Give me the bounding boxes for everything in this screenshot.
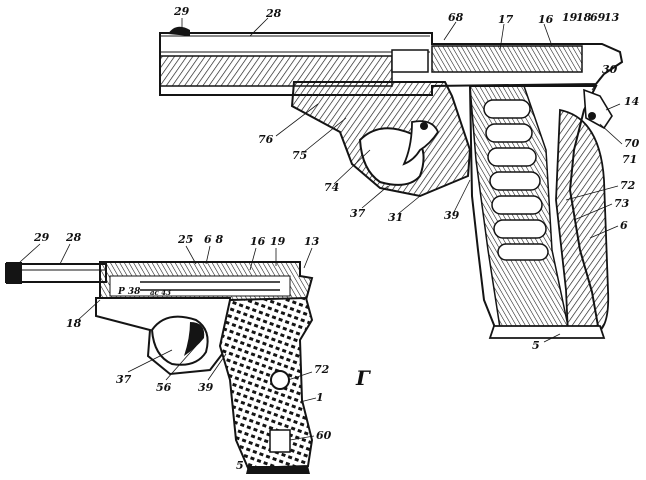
lower-callout-37: 37 bbox=[116, 373, 132, 386]
lower-callout-5: 5 bbox=[236, 459, 244, 472]
lower-callout-29: 29 bbox=[34, 231, 50, 244]
upper-callout-37: 37 bbox=[350, 207, 366, 220]
lower-callout-19: 19 bbox=[270, 235, 286, 248]
upper-callout-68: 68 bbox=[448, 11, 464, 24]
upper-callout-13: 13 bbox=[604, 11, 620, 24]
upper-callout-69: 69 bbox=[590, 11, 606, 24]
upper-callout-5: 5 bbox=[532, 339, 540, 352]
upper-callout-71: 71 bbox=[622, 153, 638, 166]
upper-callout-74: 74 bbox=[324, 181, 340, 194]
lower-callout-16: 16 bbox=[250, 235, 266, 248]
upper-cutaway-view bbox=[159, 17, 624, 343]
upper-callout-31: 31 bbox=[388, 211, 404, 224]
upper-callout-30: 30 bbox=[602, 63, 618, 76]
figure-letter: Г bbox=[356, 366, 370, 390]
lower-exterior-view bbox=[5, 243, 317, 474]
lower-callout-18: 18 bbox=[66, 317, 82, 330]
upper-callout-70: 70 bbox=[624, 137, 640, 150]
upper-callout-19: 19 bbox=[562, 11, 578, 24]
upper-callout-72: 72 bbox=[620, 179, 636, 192]
lower-callout-68: 6 8 bbox=[204, 233, 224, 246]
slide-engraving-model: P 38 bbox=[118, 287, 141, 297]
upper-callout-14: 14 bbox=[624, 95, 640, 108]
lower-callout-72: 72 bbox=[314, 363, 330, 376]
lower-callout-13: 13 bbox=[304, 235, 320, 248]
upper-callout-29: 29 bbox=[174, 5, 190, 18]
lower-callout-28: 28 bbox=[66, 231, 82, 244]
slide-engraving-stamp: ac 43 bbox=[150, 288, 171, 297]
lower-callout-56: 56 bbox=[156, 381, 172, 394]
upper-callout-17: 17 bbox=[498, 13, 514, 26]
upper-callout-28: 28 bbox=[266, 7, 282, 20]
upper-callout-18: 18 bbox=[576, 11, 592, 24]
lower-callout-39: 39 bbox=[198, 381, 214, 394]
lower-callout-60: 60 bbox=[316, 429, 332, 442]
upper-callout-39: 39 bbox=[444, 209, 460, 222]
lower-grip bbox=[218, 296, 314, 470]
lower-callout-25: 25 bbox=[178, 233, 194, 246]
upper-callout-73: 73 bbox=[614, 197, 630, 210]
upper-callout-75: 75 bbox=[292, 149, 308, 162]
upper-callout-16: 16 bbox=[538, 13, 554, 26]
upper-callout-76: 76 bbox=[258, 133, 274, 146]
lower-callout-1: 1 bbox=[316, 391, 324, 404]
cartridges bbox=[483, 99, 549, 261]
upper-callout-6: 6 bbox=[620, 219, 628, 232]
